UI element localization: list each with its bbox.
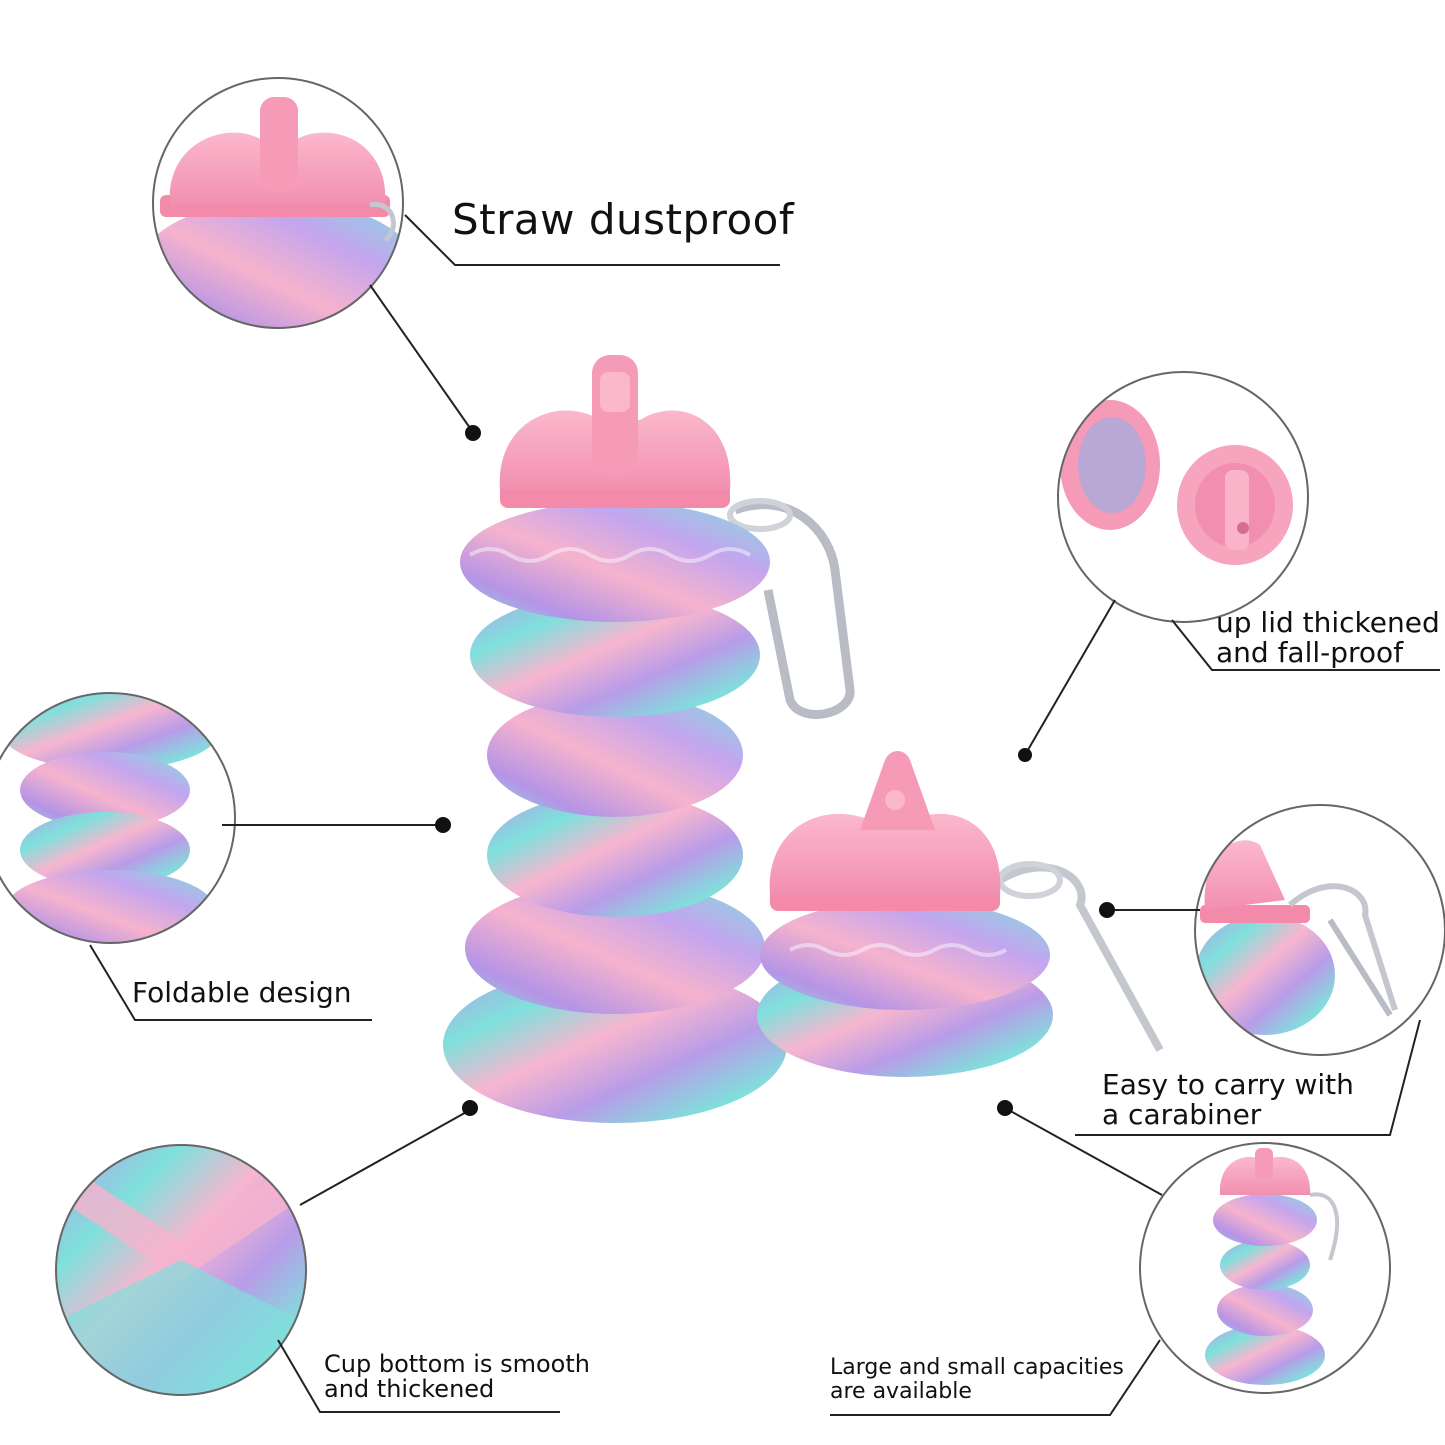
label-capacities: Large and small capacities are available — [830, 1355, 1124, 1404]
leader-dots — [435, 425, 1115, 1116]
label-carabiner: Easy to carry with a carabiner — [1102, 1068, 1354, 1131]
callout-lid-image — [1057, 371, 1309, 623]
short-bottle — [757, 751, 1164, 1077]
callout-foldable-image — [0, 692, 236, 944]
callout-bottom-image — [55, 1144, 307, 1396]
label-cup-bottom: Cup bottom is smooth and thickened — [324, 1350, 590, 1403]
leader-lines — [89, 214, 1440, 1416]
tall-bottle — [443, 355, 855, 1123]
callout-straw-image — [152, 77, 404, 329]
label-lid-thickened: up lid thickened and fall-proof — [1216, 606, 1440, 669]
callout-carabiner-image — [1194, 804, 1445, 1056]
label-foldable-design: Foldable design — [132, 976, 352, 1009]
callout-capacity-image — [1139, 1142, 1391, 1394]
label-straw-dustproof: Straw dustproof — [452, 195, 795, 244]
